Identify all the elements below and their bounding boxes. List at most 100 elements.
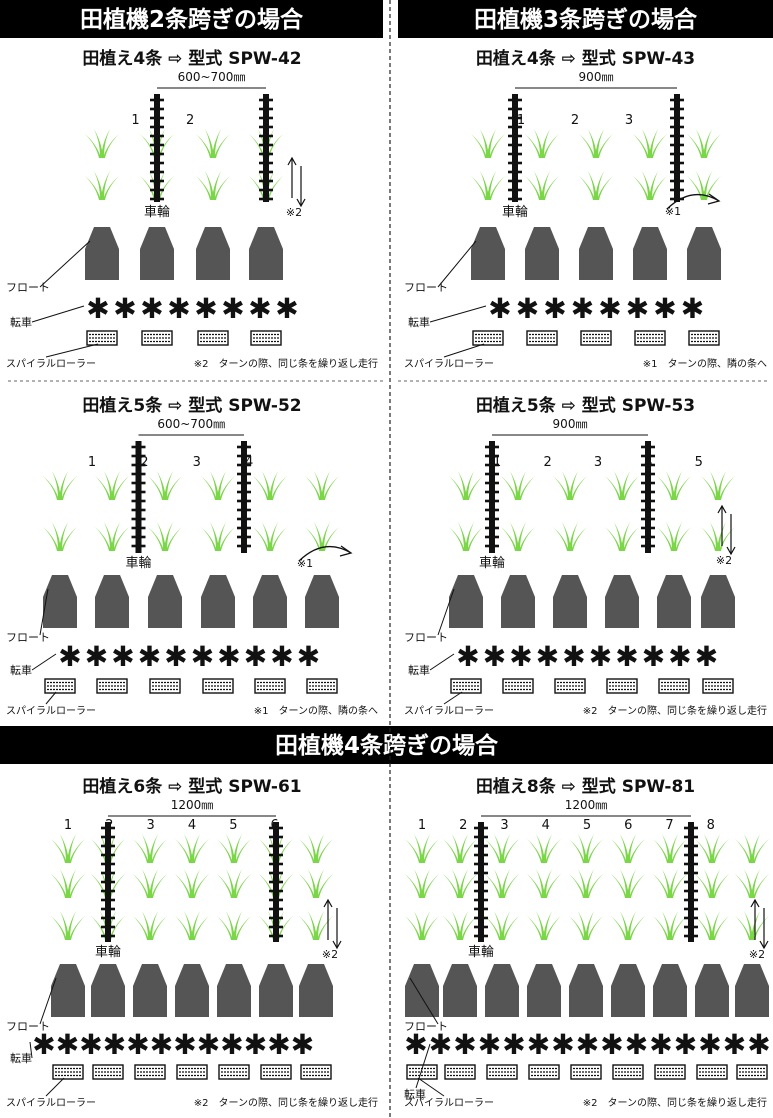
plant-leaf bbox=[414, 834, 423, 863]
plant-leaf bbox=[562, 522, 571, 551]
plant-leaf bbox=[133, 874, 149, 898]
star-wheel-icon: ✱ bbox=[600, 1028, 623, 1061]
plant-leaf bbox=[61, 476, 77, 500]
plant-leaf bbox=[675, 476, 691, 500]
leader-line bbox=[409, 977, 439, 1025]
turn-updown-arrow-icon bbox=[717, 504, 736, 556]
wheel-label: 車輪 bbox=[479, 555, 505, 571]
plant-leaf bbox=[191, 834, 200, 863]
rice-plant-icon bbox=[217, 869, 251, 898]
plant-leaf bbox=[605, 527, 621, 551]
spiral-roller-icon bbox=[406, 1064, 438, 1080]
spiral-roller-label: スパイラルローラー bbox=[404, 358, 494, 370]
plant-leaf bbox=[704, 834, 713, 863]
plant-leaf bbox=[675, 527, 691, 551]
plant-leaf bbox=[109, 874, 125, 898]
plant-leaf bbox=[642, 171, 651, 200]
spiral-roller-label: スパイラルローラー bbox=[404, 1097, 494, 1109]
plant-leaf bbox=[501, 834, 510, 863]
star-wheel-icon: ✱ bbox=[674, 1028, 697, 1061]
leader-line bbox=[29, 1041, 33, 1059]
plant-leaf bbox=[467, 476, 483, 500]
plant-leaf bbox=[175, 874, 191, 898]
plant-leaf bbox=[317, 874, 333, 898]
spiral-roller-icon bbox=[528, 1064, 560, 1080]
turn-mark: ※2 bbox=[322, 948, 338, 961]
plant-leaf bbox=[587, 916, 603, 940]
spiral-roller-icon bbox=[472, 330, 504, 346]
float-shape bbox=[196, 227, 230, 280]
rice-plant-icon bbox=[133, 869, 167, 898]
plant-leaf bbox=[578, 869, 587, 898]
plant-leaf bbox=[662, 911, 671, 940]
float-shape bbox=[148, 575, 182, 628]
plant-leaf bbox=[217, 522, 226, 551]
row-number-label: 4 bbox=[542, 818, 550, 833]
float-shape bbox=[43, 575, 77, 628]
rice-plant-icon bbox=[695, 869, 729, 898]
turn-note: ※2 ターンの際、同じ条を繰り返し走行 bbox=[194, 357, 378, 370]
star-wheel-icon: ✱ bbox=[275, 292, 298, 325]
star-wheel-icon: ✱ bbox=[164, 640, 187, 673]
plant-leaf bbox=[308, 911, 317, 940]
turn-mark: ※1 bbox=[297, 557, 313, 570]
spiral-roller-icon bbox=[612, 1064, 644, 1080]
plant-leaf bbox=[421, 869, 430, 898]
plant-leaf bbox=[657, 527, 673, 551]
rice-plant-icon bbox=[485, 911, 519, 940]
wheel-icon bbox=[684, 822, 698, 942]
dimension-label: 600~700㎜ bbox=[157, 417, 225, 431]
plant-leaf bbox=[452, 911, 461, 940]
plant-leaf bbox=[480, 129, 489, 158]
plant-leaf bbox=[578, 911, 587, 940]
plant-leaf bbox=[696, 129, 705, 158]
row-number-label: 2 bbox=[459, 818, 467, 833]
plant-leaf bbox=[271, 476, 287, 500]
plant-leaf bbox=[262, 471, 271, 500]
spiral-roller-icon bbox=[444, 1064, 476, 1080]
plant-leaf bbox=[166, 527, 182, 551]
plant-leaf bbox=[421, 911, 430, 940]
plant-leaf bbox=[315, 869, 324, 898]
plant-leaf bbox=[193, 839, 209, 863]
plant-leaf bbox=[701, 476, 717, 500]
float-shape bbox=[695, 964, 729, 1017]
rice-plant-icon bbox=[148, 471, 182, 500]
star-wheel-icon: ✱ bbox=[642, 640, 665, 673]
plant-leaf bbox=[501, 527, 517, 551]
plant-leaf bbox=[323, 476, 339, 500]
rice-plant-icon bbox=[611, 869, 645, 898]
plant-leaf bbox=[588, 129, 597, 158]
plant-leaf bbox=[235, 874, 251, 898]
plant-leaf bbox=[620, 911, 629, 940]
plant-leaf bbox=[461, 839, 477, 863]
row-number-label: 3 bbox=[500, 818, 508, 833]
plant-leaf bbox=[662, 834, 671, 863]
spiral-roller-icon bbox=[52, 1064, 84, 1080]
star-wheel-icon: ✱ bbox=[140, 292, 163, 325]
plant-leaf bbox=[142, 834, 151, 863]
star-wheel-icon: ✱ bbox=[32, 1028, 55, 1061]
plant-leaf bbox=[421, 834, 430, 863]
plant-leaf bbox=[503, 916, 519, 940]
wheel-label: 車輪 bbox=[125, 555, 151, 571]
spiral-roller-label: スパイラルローラー bbox=[6, 1097, 96, 1109]
rice-plant-icon bbox=[527, 869, 561, 898]
star-wheel-icon: ✱ bbox=[194, 292, 217, 325]
header-4-row: 田植機4条跨ぎの場合 bbox=[0, 726, 773, 764]
plant-leaf bbox=[51, 839, 67, 863]
wheel-roller-label: 転車 bbox=[10, 663, 32, 677]
plant-leaf bbox=[233, 834, 242, 863]
rice-plant-icon bbox=[253, 522, 287, 551]
spiral-roller-icon bbox=[502, 678, 534, 694]
dimension-label: 900㎜ bbox=[553, 417, 588, 431]
plant-leaf bbox=[653, 916, 669, 940]
plant-leaf bbox=[735, 874, 751, 898]
leader-line bbox=[39, 240, 91, 288]
plant-leaf bbox=[571, 527, 587, 551]
plant-leaf bbox=[305, 476, 321, 500]
plant-leaf bbox=[701, 527, 717, 551]
star-wheel-icon: ✱ bbox=[150, 1028, 173, 1061]
spiral-roller-icon bbox=[202, 678, 234, 694]
